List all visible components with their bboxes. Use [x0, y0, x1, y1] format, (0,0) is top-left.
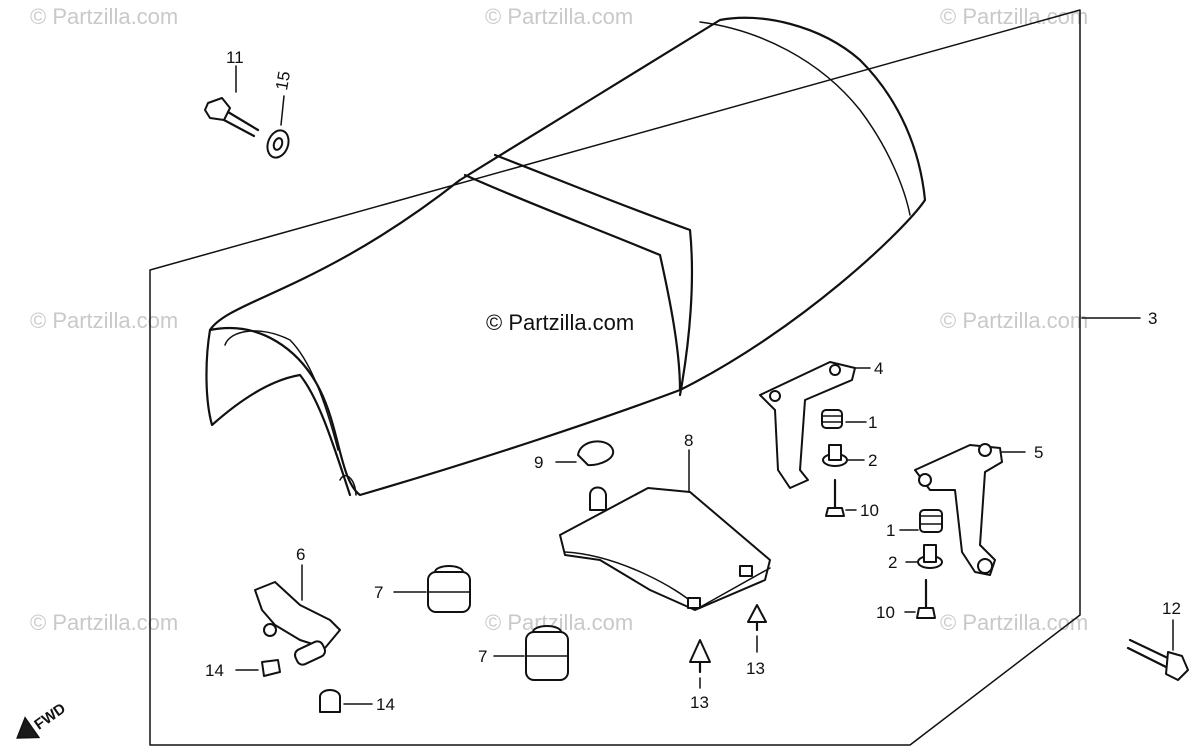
seat-strap-front — [463, 173, 682, 392]
watermark: © Partzilla.com — [30, 4, 178, 29]
bolt-11 — [204, 65, 260, 138]
watermark: © Partzilla.com — [940, 610, 1088, 635]
callout-2b: 2 — [888, 553, 897, 572]
bolt-10 — [825, 478, 857, 517]
clip-13 — [689, 639, 711, 689]
callout-5: 5 — [1034, 443, 1043, 462]
callout-9: 9 — [534, 453, 543, 472]
callout-1: 1 — [868, 413, 877, 432]
watermark: © Partzilla.com — [940, 308, 1088, 333]
callout-13b: 13 — [746, 659, 765, 678]
seat-corner — [339, 474, 357, 496]
bracket-4 — [759, 361, 871, 489]
bolt-10b — [904, 578, 936, 619]
watermarks: © Partzilla.com © Partzilla.com © Partzi… — [30, 4, 1088, 635]
damper-7b — [493, 625, 569, 681]
callout-14b: 14 — [376, 695, 395, 714]
clip-13b — [747, 604, 767, 653]
callout-6: 6 — [296, 545, 305, 564]
callout-8: 8 — [684, 431, 693, 450]
collar-2 — [822, 444, 865, 467]
callout-11: 11 — [226, 48, 244, 67]
callouts: 11 15 3 4 1 2 5 10 1 2 10 8 9 6 7 7 14 1… — [205, 48, 1181, 714]
nut-14b — [319, 689, 373, 713]
grommet-9 — [555, 440, 615, 467]
callout-4: 4 — [874, 359, 883, 378]
watermark: © Partzilla.com — [30, 308, 178, 333]
center-watermark: © Partzilla.com — [486, 310, 634, 335]
seat-inner-lip — [224, 330, 339, 451]
nut-14 — [235, 659, 281, 677]
watermark: © Partzilla.com — [940, 4, 1088, 29]
callout-13: 13 — [690, 693, 709, 712]
damper-7a — [393, 565, 471, 613]
watermark: © Partzilla.com — [30, 610, 178, 635]
callout-14: 14 — [205, 661, 224, 680]
collar-2b — [905, 544, 943, 569]
seat-rear-contour — [699, 21, 911, 216]
callout-2: 2 — [868, 451, 877, 470]
bolt-12 — [1126, 619, 1189, 681]
callout-7: 7 — [374, 583, 383, 602]
assembly-boundary — [149, 9, 1081, 746]
seat-strap-rear — [493, 153, 694, 397]
callout-3: 3 — [1148, 309, 1157, 328]
callout-7b: 7 — [478, 647, 487, 666]
seat — [205, 16, 927, 497]
latch-6 — [254, 564, 341, 666]
callout-12: 12 — [1162, 599, 1181, 618]
grommet-1b — [899, 509, 943, 533]
bracket-5 — [914, 443, 1026, 576]
callout-15: 15 — [272, 70, 294, 92]
watermark: © Partzilla.com — [485, 4, 633, 29]
seat-front-edge — [205, 328, 352, 497]
callout-10b: 10 — [876, 603, 895, 622]
fwd-label: FWD — [31, 700, 69, 734]
callout-10: 10 — [860, 501, 879, 520]
tray-8 — [559, 449, 771, 611]
washer-15 — [266, 95, 290, 159]
fwd-arrow: FWD — [16, 700, 69, 739]
callout-1b: 1 — [886, 521, 895, 540]
grommet-1 — [821, 409, 867, 429]
seat-outline — [208, 16, 927, 497]
